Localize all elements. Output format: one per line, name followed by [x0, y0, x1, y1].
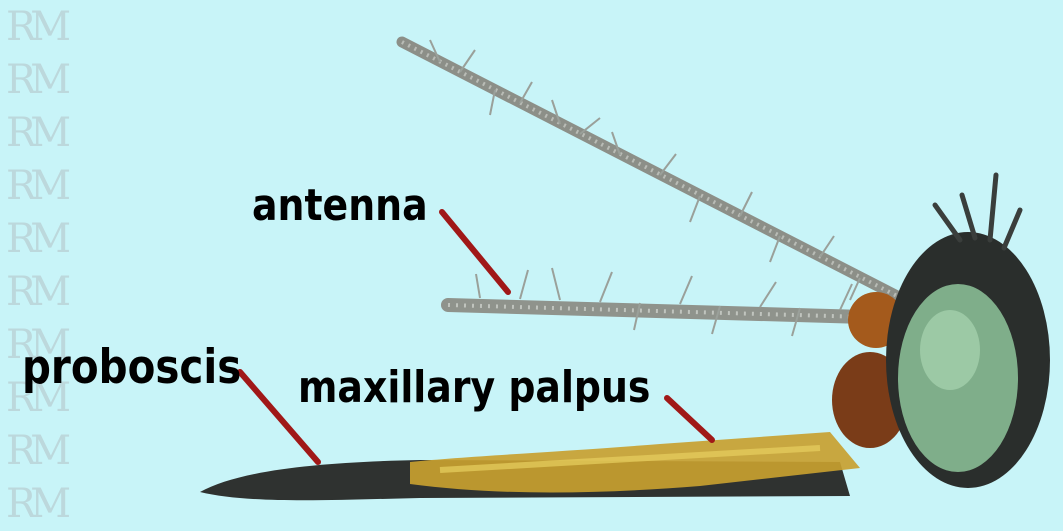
label-proboscis: proboscis: [22, 340, 241, 395]
upper-antenna: [402, 40, 905, 300]
lower-antenna: [448, 268, 900, 336]
label-maxillary-palpus: maxillary palpus: [298, 362, 650, 413]
mosquito-head: [832, 175, 1050, 488]
antenna-pointer: [442, 212, 508, 292]
label-pointers: [240, 212, 712, 462]
label-antenna: antenna: [252, 180, 428, 231]
palpus-pointer: [667, 398, 712, 440]
